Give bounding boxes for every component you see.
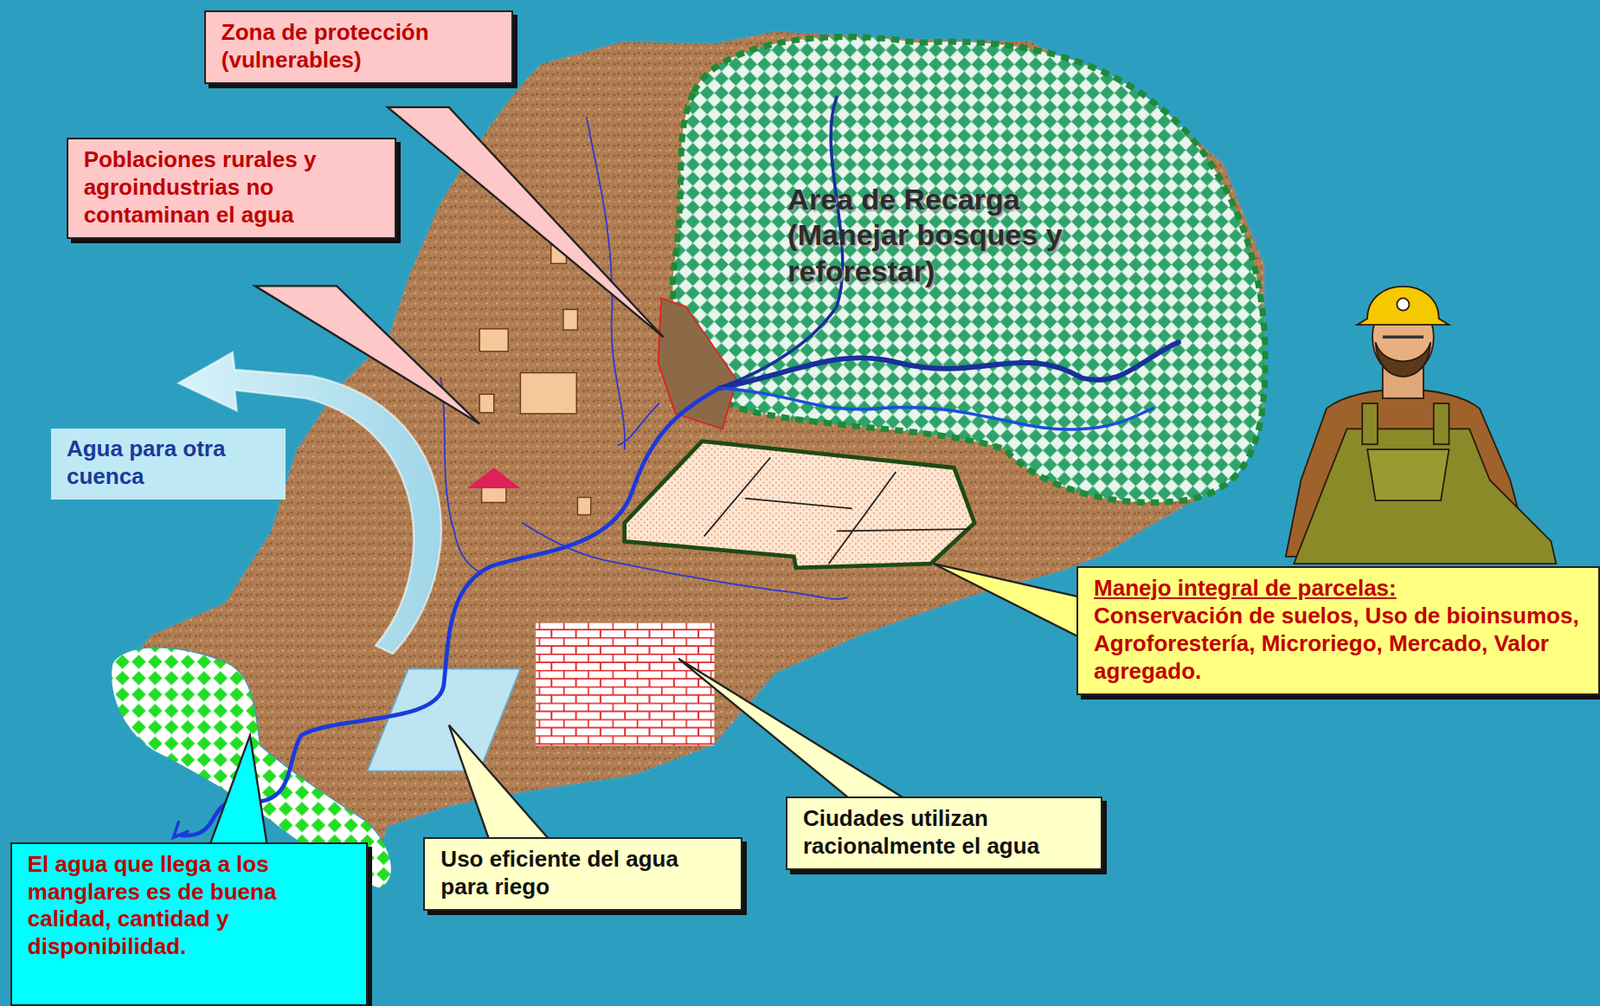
- parcel-divisions: [704, 457, 971, 565]
- city-bricks: [535, 623, 714, 746]
- callout-text: Ciudades utilizan racionalmente el agua: [803, 804, 1091, 860]
- callout-box: Poblaciones rurales y agroindustrias no …: [66, 137, 397, 239]
- protection-zone: [658, 297, 738, 429]
- callout-text: El agua que llega a los manglares es de …: [27, 850, 356, 961]
- callout-text: Manejo integral de parcelas:: [1093, 574, 1588, 603]
- callout-box: Ciudades utilizan racionalmente el agua: [785, 796, 1103, 870]
- callout-box: Uso eficiente del agua para riego: [423, 836, 743, 911]
- transfer-arrow: [178, 352, 442, 654]
- callout-box: Zona de protección (vulnerables): [204, 10, 514, 84]
- callout-box: El agua que llega a los manglares es de …: [10, 841, 368, 1006]
- worker-figure: [1285, 286, 1556, 564]
- recharge-area: [673, 36, 1266, 502]
- recharge-label: Area de Recarga (Manejar bosques y refor…: [787, 181, 1094, 290]
- callout-text: Agua para otra cuenca: [66, 435, 276, 490]
- callout-box: Agua para otra cuenca: [51, 428, 286, 499]
- callout-text: Poblaciones rurales y agroindustrias no …: [83, 146, 385, 229]
- callout-text: Area de Recarga (Manejar bosques y refor…: [787, 181, 1094, 290]
- callout-box: Manejo integral de parcelas:Conservación…: [1076, 565, 1600, 695]
- parcel-area: [624, 441, 975, 568]
- house-roof: [467, 467, 521, 489]
- callout-text: Uso eficiente del agua para riego: [440, 845, 731, 900]
- callout-text: Zona de protección (vulnerables): [221, 19, 502, 74]
- callout-body: Conservación de suelos, Uso de bioinsumo…: [1093, 602, 1588, 685]
